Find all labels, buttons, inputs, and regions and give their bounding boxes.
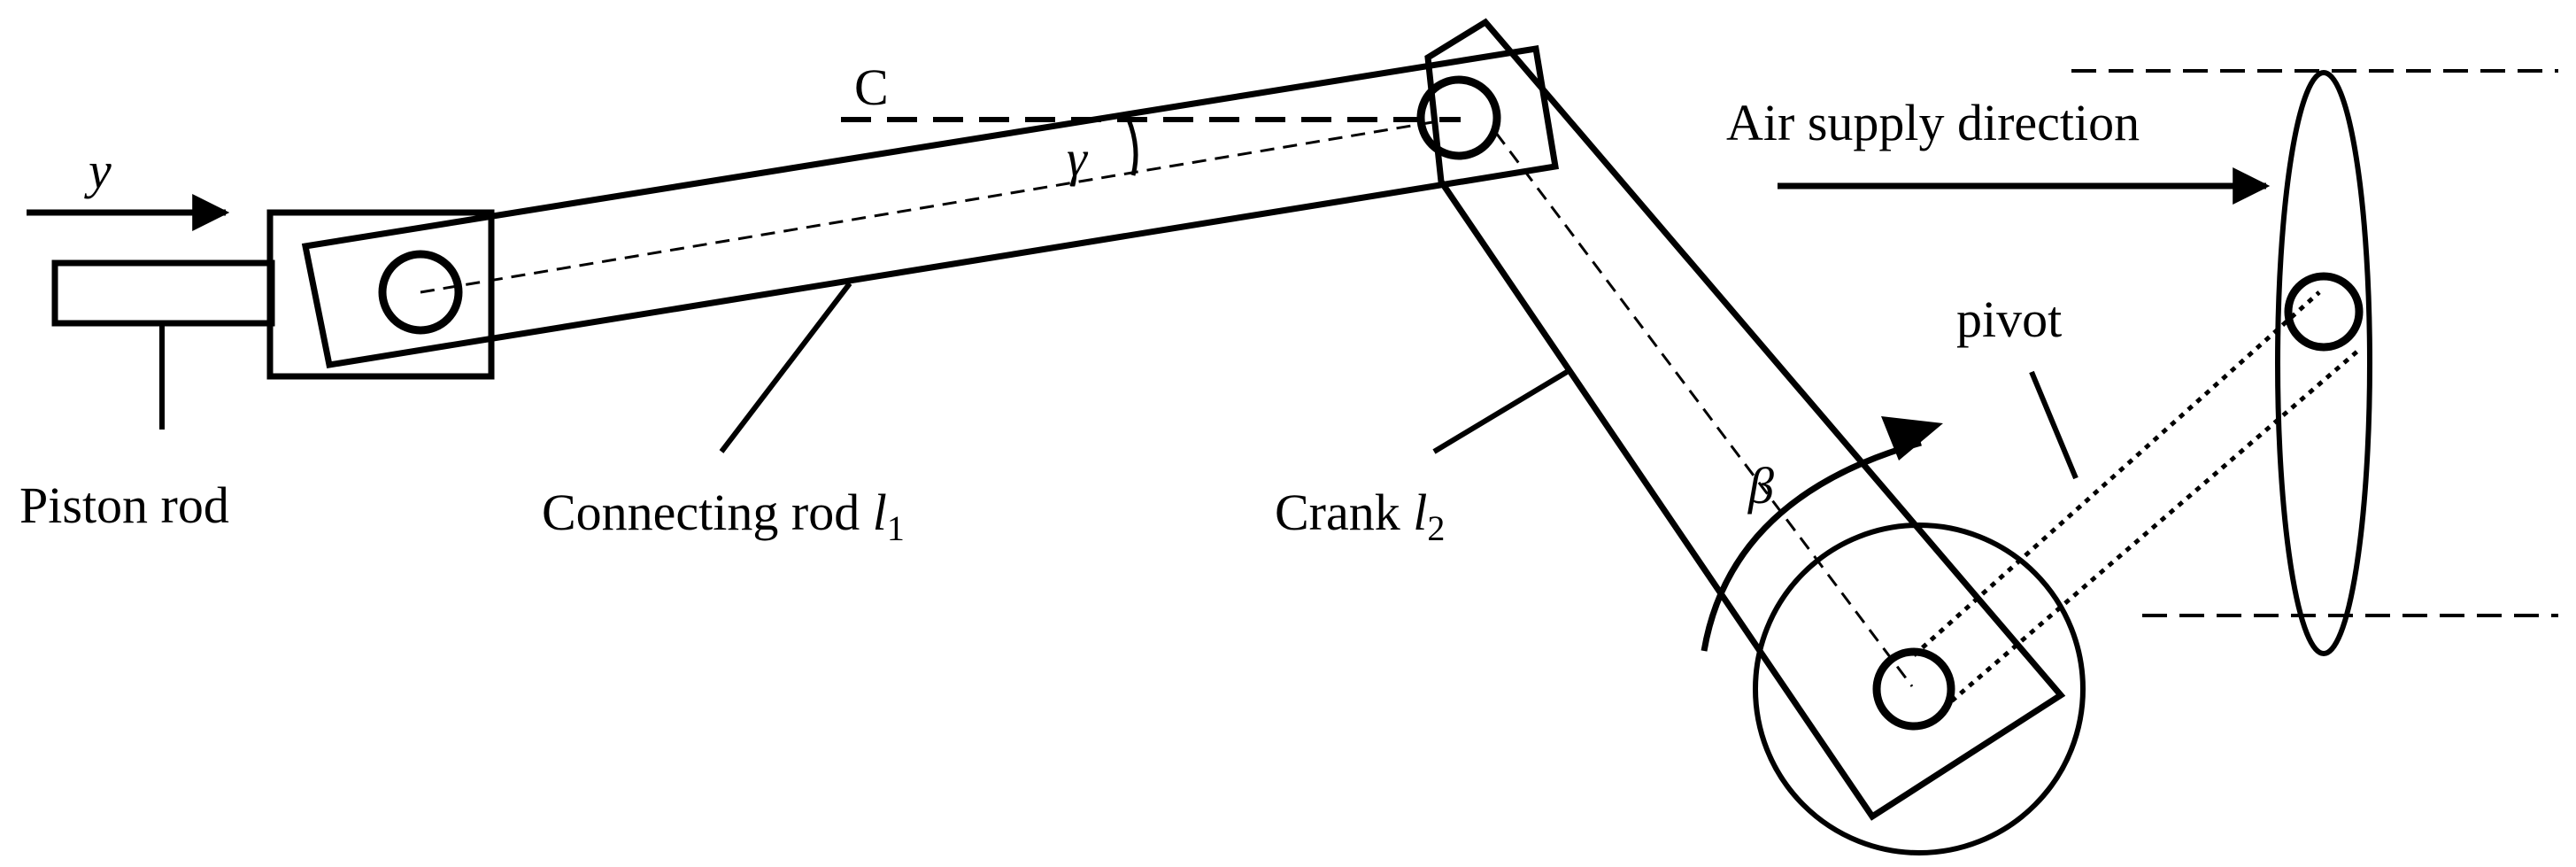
- angle-beta-arc: [1701, 439, 1922, 652]
- valve-disc: [2275, 70, 2372, 656]
- connecting-rod-leader: [719, 282, 852, 453]
- crank-leader: [1432, 369, 1569, 454]
- crank-text: Crank: [1275, 484, 1413, 541]
- connecting-rod-label: Connecting rod l1: [542, 484, 905, 548]
- slider-block: [266, 209, 495, 380]
- valve-pivot-circle: [2284, 272, 2364, 352]
- connecting-rod-centerline: [420, 116, 1460, 294]
- pivot-link-lower: [1941, 348, 2361, 710]
- crank-centerline: [1494, 132, 1914, 687]
- piston-rod-label: Piston rod: [19, 476, 229, 534]
- angle-beta-label: β: [1747, 457, 1774, 515]
- crank-symbol: l: [1413, 484, 1427, 541]
- pivot-leader: [2029, 370, 2079, 480]
- crank-label: Crank l2: [1275, 484, 1445, 548]
- upper-joint-circle: [1416, 75, 1501, 160]
- crank-subscript: 2: [1427, 508, 1445, 548]
- connecting-rod: [301, 44, 1560, 368]
- air-supply-label: Air supply direction: [1726, 94, 2140, 151]
- angle-gamma-arc: [1126, 119, 1138, 176]
- angle-gamma-label: γ: [1067, 129, 1089, 187]
- connecting-rod-subscript: 1: [887, 508, 905, 548]
- lower-joint-circle: [1872, 647, 1955, 731]
- pivot-label: pivot: [1956, 290, 2062, 348]
- crank: [1424, 18, 2066, 821]
- crank-hub-circle: [1753, 523, 2086, 855]
- pivot-link-upper: [1912, 290, 2321, 657]
- connecting-rod-text: Connecting rod: [542, 484, 873, 541]
- point-c-label: C: [854, 58, 889, 116]
- input-displacement-label: y: [84, 142, 112, 199]
- left-joint-circle: [378, 250, 463, 335]
- connecting-rod-symbol: l: [873, 484, 887, 541]
- piston-rod: [51, 259, 275, 327]
- angle-beta-arrowhead: [1881, 416, 1943, 461]
